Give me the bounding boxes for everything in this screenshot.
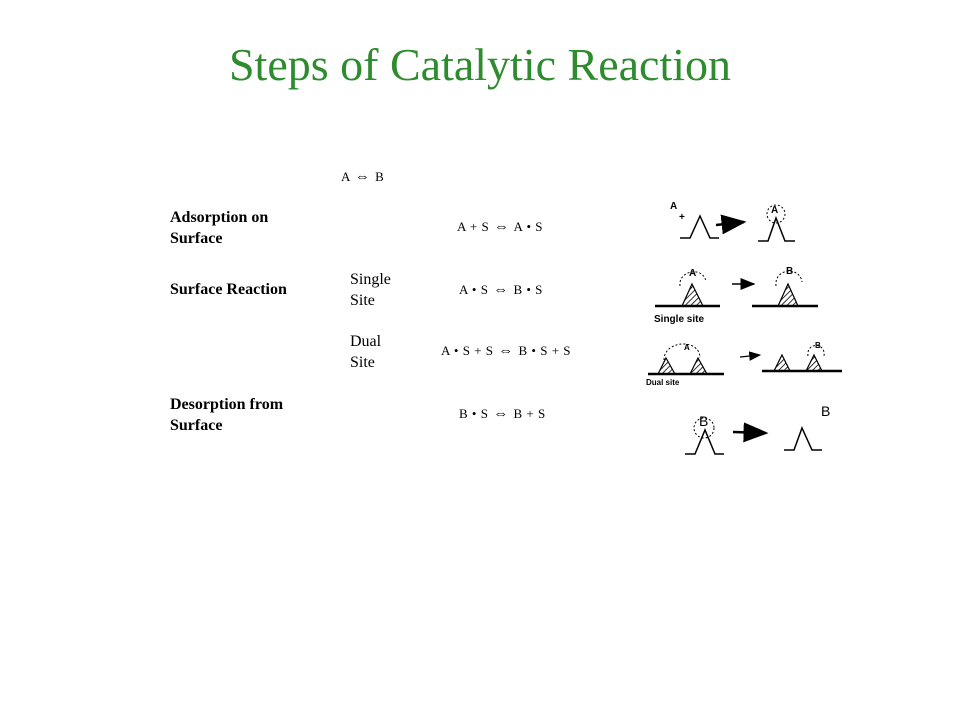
des-label-B-free: B <box>821 403 831 419</box>
ads-label-plus: + <box>679 212 685 223</box>
double-arrow-icon: ⇔ <box>493 282 509 298</box>
ads-label-A-adsorbed: A <box>771 205 779 216</box>
equation-adsorption-right: A • S <box>513 219 543 234</box>
single-site-caption: Single site <box>654 314 705 325</box>
equation-desorption-right: B + S <box>513 406 546 421</box>
adsorption-schematic <box>680 204 795 242</box>
equation-dual-right: B • S + S <box>518 343 572 358</box>
equation-dual-site: A • S + S ⇔ B • S + S <box>441 343 571 360</box>
equation-single-site: A • S ⇔ B • S <box>459 282 543 299</box>
equation-adsorption-left: A + S <box>457 219 490 234</box>
overall-right: B <box>375 169 385 184</box>
single-label-A: A <box>689 268 697 279</box>
double-arrow-icon: ⇔ <box>498 343 514 359</box>
page-title: Steps of Catalytic Reaction <box>228 39 732 90</box>
double-arrow-icon: ⇔ <box>493 406 509 422</box>
step-adsorption: Adsorption on Surface <box>170 209 269 247</box>
dual-site-schematic <box>648 343 842 376</box>
step-surface-reaction: Surface Reaction <box>170 281 287 298</box>
double-arrow-icon: ⇔ <box>354 169 371 185</box>
equation-single-left: A • S <box>459 282 489 297</box>
des-label-B-adsorbed: B <box>699 413 709 429</box>
single-site-schematic <box>655 270 818 308</box>
equation-desorption-left: B • S <box>459 406 489 421</box>
equation-single-right: B • S <box>513 282 543 297</box>
site-dual: Dual Site <box>350 333 382 371</box>
equation-dual-left: A • S + S <box>441 343 494 358</box>
dual-label-A: A <box>684 343 690 352</box>
double-arrow-icon: ⇔ <box>493 219 510 235</box>
equation-desorption: B • S ⇔ B + S <box>459 406 546 423</box>
overall-equation: A ⇔ B <box>341 169 384 186</box>
site-single: Single Site <box>350 271 391 309</box>
equation-adsorption: A + S ⇔ A • S <box>457 219 543 236</box>
ads-label-A: A <box>670 201 678 212</box>
desorption-schematic <box>685 417 822 455</box>
overall-left: A <box>341 169 351 184</box>
dual-label-B: B <box>815 341 821 350</box>
step-desorption: Desorption from Surface <box>170 396 284 434</box>
dual-site-caption: Dual site <box>646 378 680 387</box>
single-label-B: B <box>786 266 794 277</box>
